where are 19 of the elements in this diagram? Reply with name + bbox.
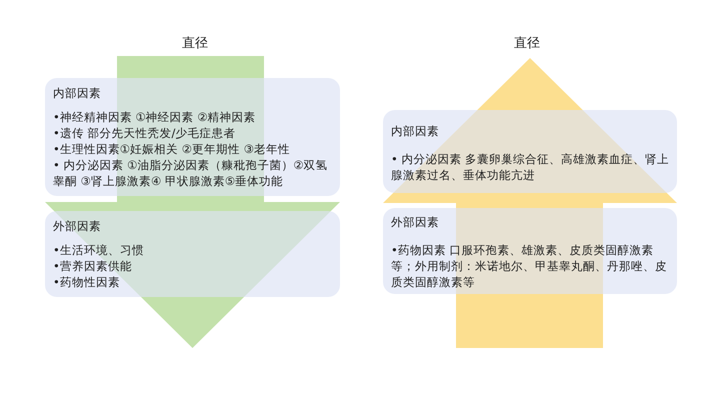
info-panel [45,78,340,196]
bullet-item: •营养因素供能 [53,258,133,274]
bullet-item: •神经精神因素 ①神经因素 ②精神因素 [53,109,257,125]
bullet-item: •药物因素 口服环孢素、雄激素、皮质类固醇激素等；外用制剂：米诺地尔、甲基睾丸酮、丹那唑、皮质类固醇激素等 [391,242,668,290]
bullet-item: •遗传 部分先天性秃发/少毛症患者 [53,125,236,141]
panel-heading: 外部因素 [391,214,440,230]
bullet-item: •生活环境、习惯 [53,242,145,258]
info-panel [45,211,340,297]
info-panel [383,110,677,193]
info-panel [383,208,677,294]
bullet-item: •药物性因素 [53,274,121,290]
panel-heading: 内部因素 [53,85,102,101]
arrow-label: 直径 [514,36,540,52]
bullet-item: •生理性因素①妊娠相关 ②更年期性 ③老年性 [53,141,292,157]
panel-heading: 内部因素 [391,123,440,139]
bullet-item: • 内分泌因素 多囊卵巢综合征、高雄激素血症、肾上腺激素过名、垂体功能亢进 [391,151,670,183]
arrow-label: 直径 [182,36,208,52]
bullet-item: • 内分泌因素 ①油脂分泌因素（糠秕孢子菌）②双氢睾酮 ③肾上腺激素④ 甲状腺激素⑤垂体功能 [53,157,329,189]
panel-heading: 外部因素 [53,218,102,234]
